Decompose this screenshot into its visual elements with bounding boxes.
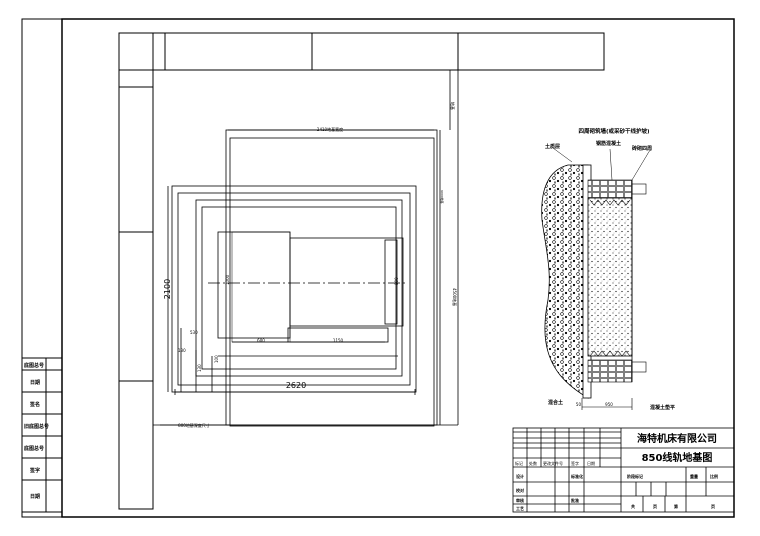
- tb-count: 处数: [529, 460, 537, 466]
- sidebar-label-3: 签名: [29, 401, 40, 408]
- tb-sheet3: 第: [674, 503, 678, 509]
- dim-right2: 9000地基: [440, 190, 445, 204]
- dim-100: 100: [214, 355, 219, 363]
- dim-side-small2: 800: [394, 277, 399, 285]
- sidebar-label-1: 底图总号: [23, 362, 44, 369]
- sidebar-label-4: 旧底图总号: [24, 423, 49, 430]
- label-wall: 砖砌四周: [632, 145, 652, 152]
- tb-designer: 设计: [516, 473, 524, 479]
- tb-change: 更改文件号: [543, 460, 563, 466]
- sidebar-label-5: 底图总号: [23, 445, 44, 452]
- tb-mark: 标记: [515, 460, 523, 466]
- label-concrete: 钢筋混凝土: [596, 140, 621, 147]
- tb-scale: 比例: [710, 473, 718, 479]
- tb-checker: 校对: [516, 487, 524, 493]
- drawing-title: 850线轨地基图: [642, 451, 713, 464]
- dim-50: 50: [576, 402, 582, 407]
- tb-stage: 阶段标记: [627, 473, 643, 479]
- tb-std: 标准化: [570, 473, 583, 479]
- left-sidebar: 底图总号 日期 签名 旧底图总号 底图总号 签字 日期: [22, 357, 62, 513]
- dim-side-small: 1000: [225, 274, 230, 285]
- section-detail: 四周砌筑墙(或采砂干线护坡) 土质层 钢筋混凝土 砖砌四周 混合土 混凝土垫平 …: [541, 127, 675, 411]
- sidebar-label-6: 签字: [29, 467, 40, 474]
- inner-border: [61, 18, 735, 518]
- tb-date: 日期: [587, 460, 595, 466]
- tb-craft: 工艺: [516, 505, 524, 511]
- dim-right-v: 4500地基: [452, 288, 458, 306]
- dim-530: 530: [190, 330, 198, 335]
- sidebar-label-2: 日期: [30, 379, 40, 386]
- label-mix: 混合土: [548, 399, 563, 406]
- dim-130: 130: [178, 348, 186, 353]
- company-name: 海特机床有限公司: [637, 432, 717, 445]
- dim-2100: 2100: [163, 279, 172, 299]
- dim-bottom: 800地基深度尺寸: [178, 422, 210, 428]
- tb-sign: 签字: [571, 460, 579, 466]
- dim-2410: 2410地基宽度: [317, 126, 343, 132]
- title-block-text: 海特机床有限公司 850线轨地基图 标记 处数 更改文件号 签字 日期 设计 标…: [515, 432, 718, 511]
- label-base: 混凝土垫平: [650, 404, 675, 411]
- plan-dimensions: 2100 2620 2410地基宽度 600 1150 530 130 130 …: [163, 102, 458, 428]
- section-title: 四周砌筑墙(或采砂干线护坡): [578, 127, 650, 135]
- dim-top-right: 地基: [450, 102, 456, 110]
- tb-weight: 重量: [690, 473, 698, 479]
- title-block: [512, 427, 735, 513]
- tb-sheet1: 共: [631, 503, 635, 509]
- sidebar-label-7: 日期: [30, 493, 40, 500]
- tb-approve: 批准: [571, 497, 579, 503]
- dim-130b: 130: [197, 364, 202, 372]
- tb-sheet2: 页: [653, 503, 657, 509]
- tb-reviewer: 审核: [516, 497, 524, 503]
- dim-950: 950: [605, 402, 613, 407]
- foundation-plan: [153, 69, 459, 427]
- dim-1150: 1150: [333, 338, 344, 343]
- dim-2620: 2620: [286, 381, 306, 390]
- label-soil: 土质层: [545, 143, 560, 150]
- tb-sheet4: 页: [711, 503, 715, 509]
- dim-600: 600: [257, 338, 265, 343]
